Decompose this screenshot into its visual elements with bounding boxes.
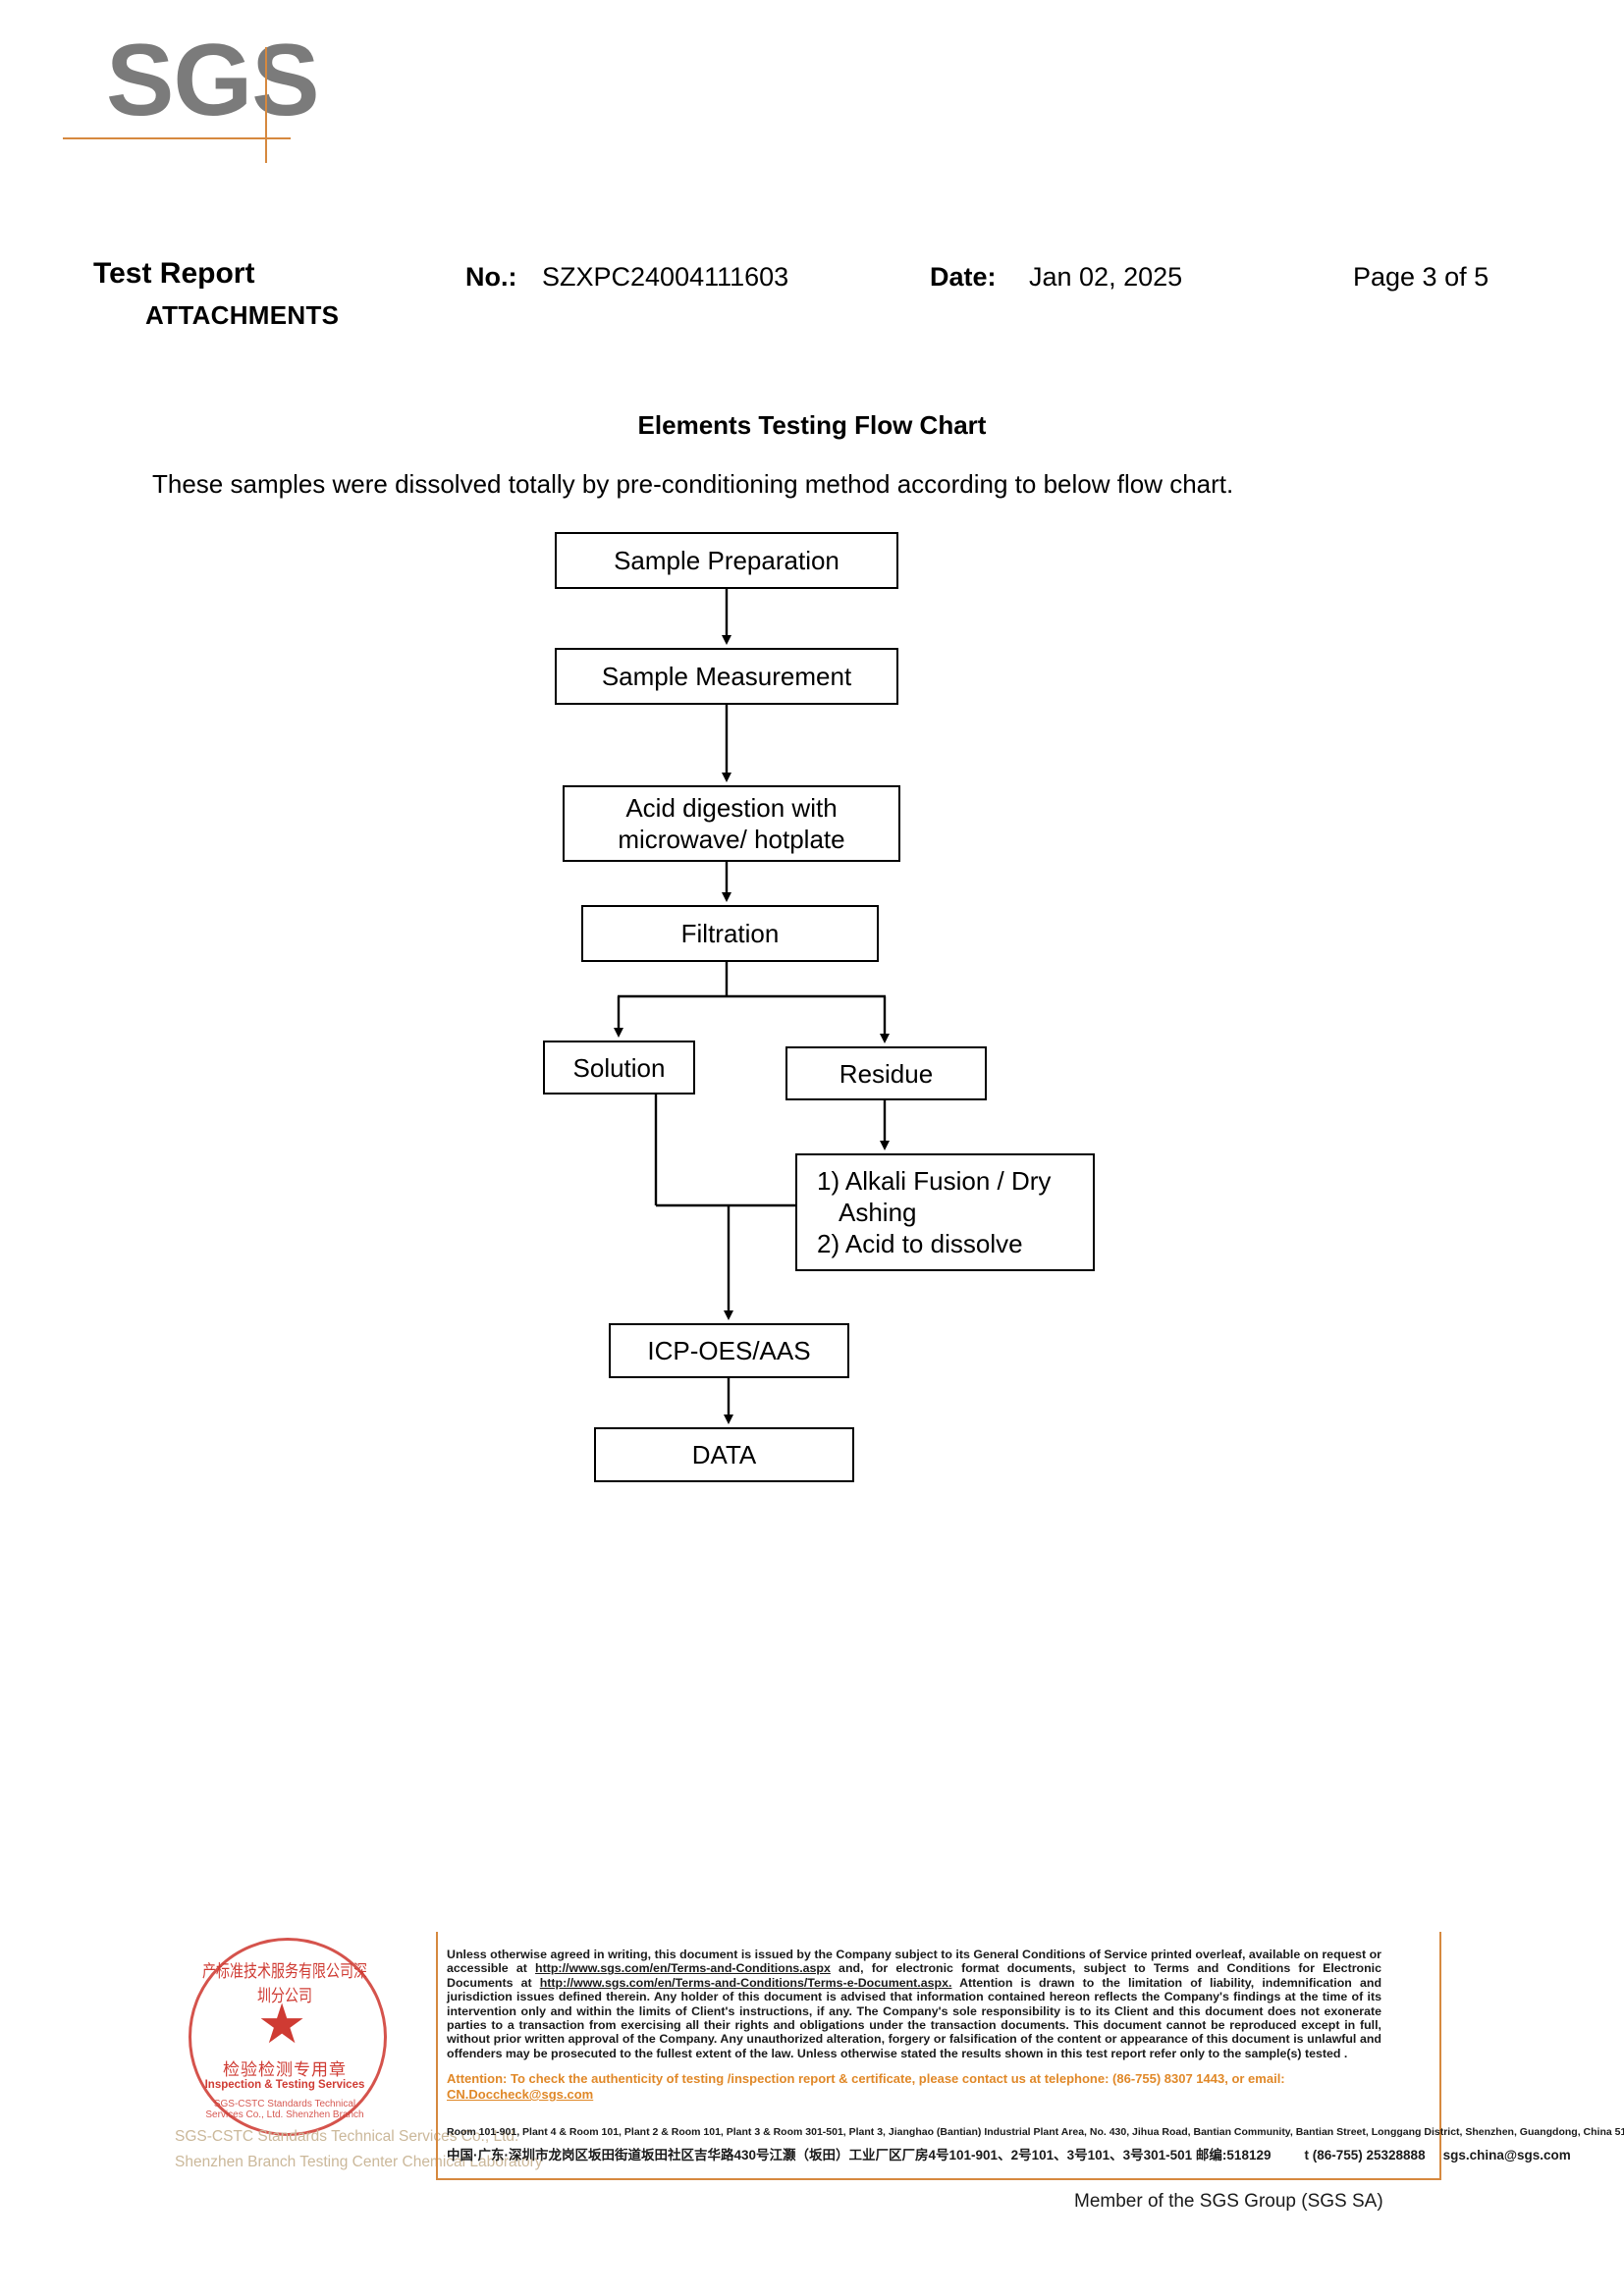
address-cn-text: 中国·广东·深圳市龙岗区坂田街道坂田社区吉华路430号江灏（坂田）工业厂区厂房4… (447, 2148, 1272, 2163)
footer-attention-text: Attention: To check the authenticity of … (447, 2071, 1389, 2103)
report-header: Test Report No.: SZXPC24004111603 Date: … (0, 257, 1624, 330)
legal-part1: Unless otherwise agreed in writing, this… (447, 1948, 1381, 1976)
flow-node-data: DATA (594, 1427, 854, 1482)
flow-node-solution: Solution (543, 1041, 695, 1095)
attention-part1: Attention: To check the authenticity of … (447, 2071, 1285, 2086)
seal-chinese-text: 检验检测专用章 (223, 2060, 347, 2079)
address-en-text: Room 101-901, Plant 4 & Room 101, Plant … (447, 2126, 1624, 2138)
sgs-logo-text: SGS (106, 24, 320, 137)
flow-node-label: Solution (572, 1052, 666, 1083)
footer-address-chinese: 中国·广东·深圳市龙岗区坂田街道坂田社区吉华路430号江灏（坂田）工业厂区厂房4… (447, 2148, 1571, 2163)
report-number-value: SZXPC24004111603 (542, 262, 789, 292)
flow-node-label: Sample Preparation (614, 546, 839, 575)
seal-arc-top-text: 产标准技术服务有限公司深圳分公司 (202, 1960, 367, 2005)
sgs-logo: SGS (63, 24, 393, 175)
logo-horizontal-rule (63, 137, 291, 139)
star-icon: ★ (257, 1993, 307, 2055)
report-date-label: Date: (930, 262, 997, 292)
report-number-label: No.: (465, 262, 517, 292)
seal-faded-company-line1: SGS-CSTC Standards Technical Services Co… (175, 2128, 519, 2145)
footer-bottom-rule (436, 2178, 1441, 2180)
flow-node-label-line1: 1) Alkali Fusion / Dry (817, 1166, 1052, 1196)
page-indicator: Page 3 of 5 (1353, 262, 1489, 292)
seal-english-text: Inspection & Testing Services (204, 2079, 365, 2091)
flow-node-label-line2: Ashing (839, 1198, 917, 1227)
terms-conditions-link[interactable]: http://www.sgs.com/en/Terms-and-Conditio… (535, 1961, 831, 1976)
contact-telephone: t (86-755) 25328888 (1304, 2148, 1426, 2163)
seal-arc-bottom-text: SGS-CSTC Standards Technical Services Co… (205, 2099, 364, 2120)
flow-node-alkali-fusion: 1) Alkali Fusion / Dry Ashing 2) Acid to… (795, 1153, 1095, 1271)
flow-node-label: ICP-OES/AAS (647, 1336, 811, 1365)
flow-node-acid-digestion: Acid digestion with microwave/ hotplate (563, 785, 900, 862)
page-title: Test Report (93, 257, 255, 290)
footer-legal-text: Unless otherwise agreed in writing, this… (447, 1948, 1381, 2060)
flow-chart-intro: These samples were dissolved totally by … (152, 469, 1234, 499)
seal-outer-circle (189, 1938, 387, 2136)
attachments-label: ATTACHMENTS (145, 300, 340, 330)
seal-faded-company-line2: Shenzhen Branch Testing Center Chemical … (175, 2154, 543, 2170)
flow-node-label: Residue (839, 1058, 934, 1089)
flow-node-sample-preparation: Sample Preparation (555, 532, 898, 589)
flow-node-sample-measurement: Sample Measurement (555, 648, 898, 705)
flow-node-label-line3: 2) Acid to dissolve (817, 1229, 1023, 1258)
member-of-sgs-group-text: Member of the SGS Group (SGS SA) (1074, 2191, 1383, 2212)
flow-node-label-line1: Acid digestion with (625, 793, 838, 823)
flow-node-label: Sample Measurement (601, 662, 852, 691)
footer-right-rule (1439, 1932, 1441, 2179)
flow-node-label: Filtration (680, 919, 780, 948)
doccheck-email-link[interactable]: CN.Doccheck@sgs.com (447, 2087, 594, 2102)
report-date-value: Jan 02, 2025 (1029, 262, 1183, 292)
flow-chart-title: Elements Testing Flow Chart (637, 410, 987, 440)
legal-part3: Attention is drawn to the limitation of … (447, 1975, 1382, 2060)
sgs-china-email-link[interactable]: sgs.china@sgs.com (1442, 2148, 1571, 2163)
flow-node-label: DATA (691, 1440, 757, 1469)
terms-e-document-link[interactable]: http://www.sgs.com/en/Terms-and-Conditio… (539, 1975, 952, 1990)
legal-part2: and, for electronic format documents, su… (447, 1961, 1381, 1990)
flow-node-label-line2: microwave/ hotplate (618, 825, 845, 854)
footer-address-english: Room 101-901, Plant 4 & Room 101, Plant … (447, 2126, 1624, 2139)
flow-node-residue: Residue (785, 1046, 987, 1100)
footer-left-rule (436, 1932, 438, 2179)
company-seal: 产标准技术服务有限公司深圳分公司 ★ 检验检测专用章 Inspection & … (175, 1936, 543, 2181)
flow-node-filtration: Filtration (581, 905, 879, 962)
logo-vertical-rule (265, 47, 267, 163)
flow-node-icp-oes-aas: ICP-OES/AAS (609, 1323, 849, 1378)
